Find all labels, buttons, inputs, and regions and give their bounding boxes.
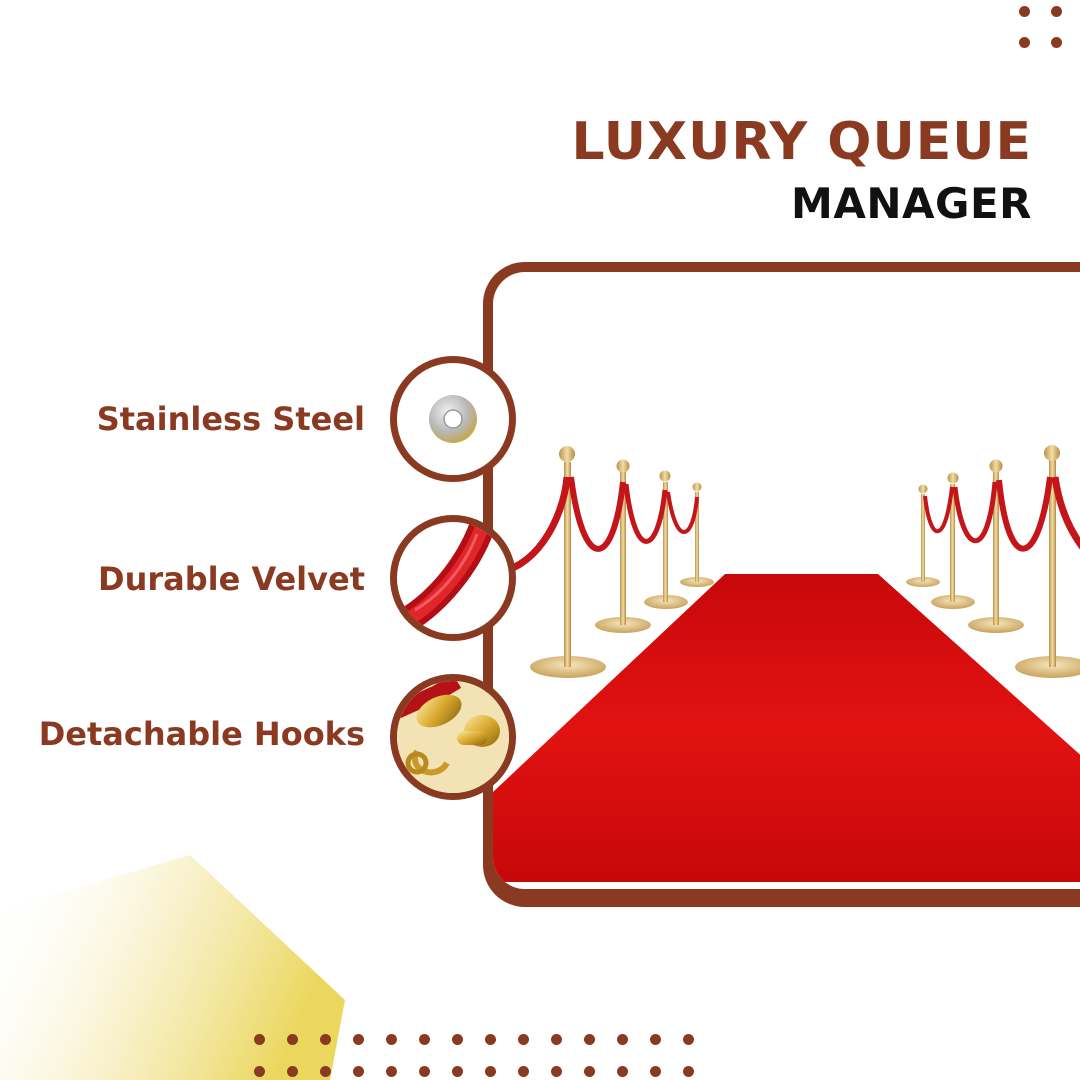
steel-washer-icon [429, 395, 477, 443]
page-title: LUXURY QUEUE MANAGER [572, 112, 1032, 230]
title-line-luxury-queue: LUXURY QUEUE [571, 112, 1032, 172]
brass-hooks-icon [397, 681, 509, 793]
dot-grid-bottom [254, 1034, 694, 1080]
hero-image-frame [483, 262, 1080, 907]
title-line-manager: MANAGER [791, 179, 1032, 228]
badge-stainless-steel [390, 356, 516, 482]
feature-label-detachable-hooks: Detachable Hooks [38, 715, 365, 753]
velvet-rope-icon [397, 522, 495, 633]
right-stanchions [906, 445, 1080, 678]
feature-label-stainless-steel: Stainless Steel [96, 400, 365, 438]
feature-label-durable-velvet: Durable Velvet [98, 560, 365, 598]
badge-detachable-hooks [390, 674, 516, 800]
red-carpet-image [493, 445, 1080, 882]
badge-durable-velvet [390, 515, 516, 641]
dot-grid-top [1019, 6, 1069, 52]
